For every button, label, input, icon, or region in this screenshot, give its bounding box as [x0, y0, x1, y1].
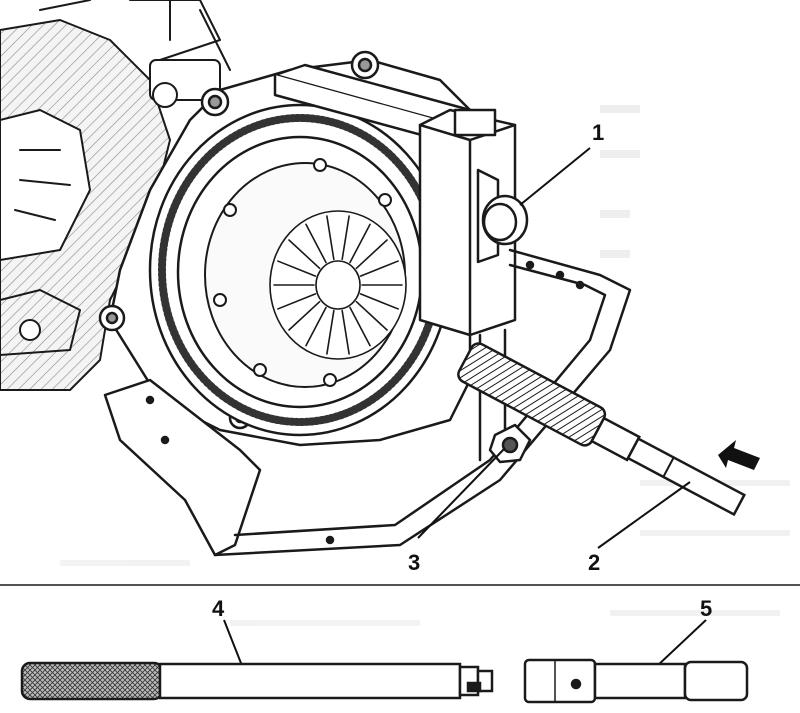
spring-finger: [277, 293, 317, 310]
press-direction-arrow: [718, 440, 760, 470]
spring-finger: [305, 306, 327, 347]
spring-finger: [359, 260, 399, 277]
spring-finger: [349, 223, 371, 264]
support-frame: [103, 248, 632, 557]
callout-4: 4: [212, 596, 225, 621]
spring-finger: [326, 215, 335, 261]
clutch-diaphragm-spring: [269, 210, 407, 360]
spring-finger: [341, 309, 350, 355]
spring-finger: [288, 300, 321, 331]
spring-finger: [355, 300, 388, 331]
callout-3: 3: [408, 550, 420, 575]
spring-finger: [277, 260, 317, 277]
spring-finger: [355, 239, 388, 270]
spring-finger: [305, 223, 327, 264]
alignment-shaft: [20, 661, 494, 701]
spring-finger: [326, 309, 335, 355]
spring-finger: [349, 306, 371, 347]
engine-block: [0, 0, 231, 391]
callout-5: 5: [700, 596, 712, 621]
leader-2: [597, 481, 691, 549]
spring-finger: [359, 293, 399, 310]
adapter-sleeve: [523, 658, 749, 704]
threaded-spindle: [457, 342, 746, 517]
centering-bush: [481, 194, 529, 246]
spring-finger: [341, 215, 350, 261]
callout-2: 2: [588, 550, 600, 575]
leader-3: [417, 447, 506, 539]
leader-1: [519, 147, 591, 206]
callout-1: 1: [592, 120, 604, 145]
spring-finger: [288, 239, 321, 270]
